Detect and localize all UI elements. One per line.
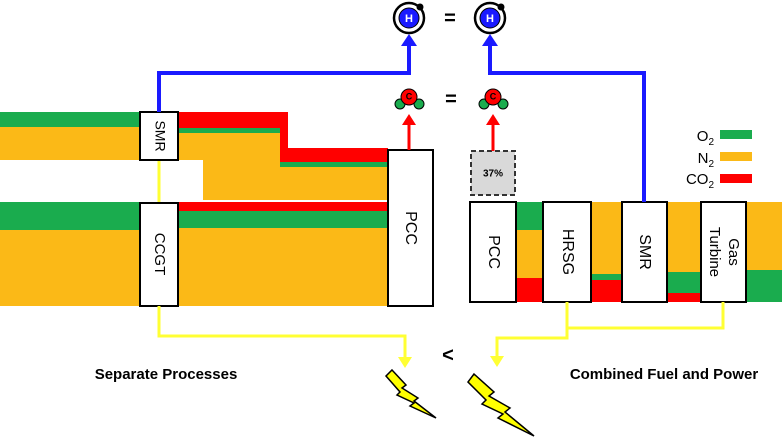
hrsg-unit-box[interactable] xyxy=(542,201,592,303)
carbon-letter-right: C xyxy=(490,91,497,101)
co2-arrowhead-left xyxy=(402,114,416,125)
smr-outlet-co2 xyxy=(178,112,288,128)
co2-molecule-icon-left: C xyxy=(394,88,425,110)
ccgt-stream-o2 xyxy=(0,202,140,230)
power-arrowhead-left xyxy=(398,357,412,368)
smr-stream-o2 xyxy=(0,112,140,127)
ccgt-outlet-o2 xyxy=(178,211,388,228)
pcc-unit-box-left[interactable] xyxy=(387,149,434,307)
hydrogen-icon-left: H xyxy=(392,1,426,35)
legend-o2-swatch xyxy=(720,130,752,139)
ccgt-stream-n2 xyxy=(0,230,140,306)
smr-stream-n2 xyxy=(0,127,140,160)
smr-outlet-o2-band xyxy=(265,162,388,167)
co2-molecule-icon-right: C xyxy=(478,88,509,110)
smr-outlet-n2-step xyxy=(203,160,265,200)
ccgt-outlet-n2 xyxy=(178,228,388,306)
smr-outlet-co2-top xyxy=(280,148,388,162)
cfp-stream-b-o2 xyxy=(591,274,622,280)
separate-processes-title: Separate Processes xyxy=(95,366,238,383)
cfp-stream-a-co2 xyxy=(516,278,543,302)
power-arrowhead-right xyxy=(490,356,504,367)
legend-co2-label: CO2 xyxy=(686,171,715,191)
power-line-left xyxy=(157,306,407,360)
hydrogen-letter-right: H xyxy=(486,13,494,25)
carbon-letter-left: C xyxy=(406,91,413,101)
cfp-stream-a-o2 xyxy=(516,202,543,230)
pcc-unit-label-right: PCC xyxy=(485,235,502,269)
gas-turbine-label-line2: Turbine xyxy=(706,227,723,277)
gas-turbine-unit-box[interactable] xyxy=(700,201,747,303)
cfp-stream-c-co2 xyxy=(667,293,701,302)
legend-n2-label: N2 xyxy=(698,150,715,170)
legend-n2-swatch xyxy=(720,152,752,161)
gas-turbine-label-line1: Gas xyxy=(725,238,742,266)
pcc-unit-box-right[interactable] xyxy=(469,201,517,303)
smr-unit-label-right: SMR xyxy=(636,234,653,270)
cfp-stream-b-co2 xyxy=(591,280,622,302)
equals-sign-h2: = xyxy=(444,7,456,29)
smr-unit-box-right[interactable] xyxy=(621,201,668,303)
lightning-bolt-icon-right xyxy=(467,372,535,437)
ccgt-unit-label: CCGT xyxy=(151,233,168,276)
combined-process-title: Combined Fuel and Power xyxy=(570,366,759,383)
power-line-right-drop xyxy=(495,328,569,358)
legend-co2-swatch xyxy=(720,174,752,183)
power-line-right xyxy=(565,302,725,330)
combined-process-group: PCC HRSG SMR Gas Turbine 37% xyxy=(469,34,782,367)
cfp-stream-b-n2 xyxy=(591,202,622,274)
pcc-unit-label-left: PCC xyxy=(402,211,419,245)
smr-unit-box[interactable] xyxy=(139,111,179,161)
smr-outlet-n2 xyxy=(178,133,265,160)
hydrogen-letter-left: H xyxy=(405,13,413,25)
h2-arrowhead-right xyxy=(482,34,498,46)
equals-sign-co2: = xyxy=(445,88,457,110)
smr-outlet-o2 xyxy=(178,128,265,133)
reduction-box xyxy=(470,150,516,196)
cfp-stream-c-n2 xyxy=(667,202,701,272)
smr-unit-label: SMR xyxy=(152,120,168,151)
smr-outlet-n2-band xyxy=(265,133,280,200)
ccgt-outlet-co2 xyxy=(178,202,388,211)
co2-arrowhead-right xyxy=(486,114,500,125)
smr-outlet-n2-band2 xyxy=(280,167,388,200)
cfp-inlet-o2 xyxy=(746,270,782,302)
cfp-inlet-n2 xyxy=(746,202,782,270)
h2-line-right xyxy=(488,43,646,202)
hrsg-unit-label: HRSG xyxy=(559,229,576,275)
legend: O2 N2 CO2 xyxy=(686,128,752,191)
cfp-stream-a-n2 xyxy=(516,230,543,278)
less-than-sign: < xyxy=(442,344,454,366)
lightning-bolt-icon-left xyxy=(384,368,437,419)
hydrogen-icon-right: H xyxy=(473,1,507,35)
separate-processes-group: SMR CCGT PCC xyxy=(0,34,434,368)
cfp-stream-c-o2 xyxy=(667,272,701,293)
reduction-label: 37% xyxy=(483,169,503,180)
smr-outlet-co2-step xyxy=(280,112,288,152)
h2-arrowhead-left xyxy=(401,34,417,46)
h2-line-left xyxy=(157,43,411,112)
legend-o2-label: O2 xyxy=(697,128,715,148)
